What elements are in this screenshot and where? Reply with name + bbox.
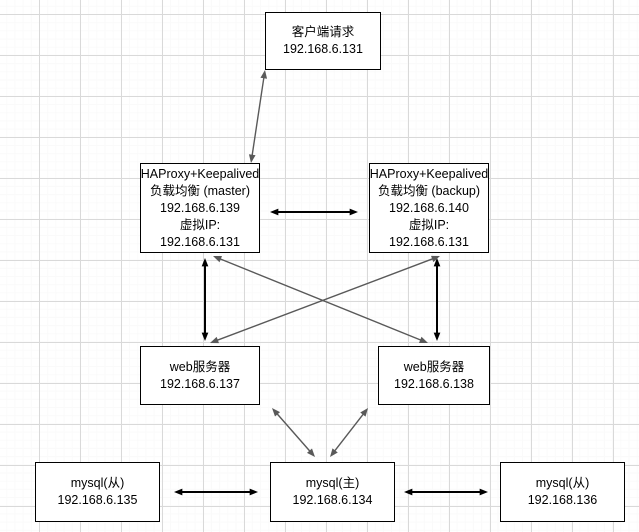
node-text-line: 192.168.6.131 — [160, 234, 240, 249]
arrow-shaft — [216, 256, 425, 343]
arrow-head — [201, 332, 209, 341]
haproxy-master-box: HAProxy+Keepalived 负载均衡 (master) 192.168.6… — [140, 163, 260, 253]
arrow-head — [213, 256, 222, 263]
node-text-line: mysql(主) — [305, 476, 360, 490]
node-text-line: 192.168.6.137 — [160, 376, 240, 391]
arrow-head — [270, 208, 279, 216]
node-text-line: 192.168.6.140 — [389, 200, 469, 215]
arrow-head — [248, 154, 256, 163]
node-text-line: 虚拟IP: — [408, 217, 450, 232]
client-request-box: 客户端请求 192.168.6.131 — [265, 12, 381, 70]
mysql-slave-right-box: mysql(从) 192.168.136 — [500, 462, 625, 522]
arrow-head — [433, 258, 441, 267]
node-text-line: mysql(从) — [70, 476, 125, 490]
node-text-line: 192.168.6.135 — [57, 493, 138, 507]
arrow-head — [249, 488, 258, 496]
arrow-shaft — [274, 410, 313, 455]
arrow-head — [360, 408, 368, 417]
edge-mysql-master-to-slave-right — [404, 488, 488, 496]
node-text-line: HAProxy+Keepalived — [369, 166, 489, 181]
node-text-line: HAProxy+Keepalived — [140, 166, 260, 181]
edge-haproxy-master-to-web1 — [201, 258, 209, 341]
arrow-head — [330, 448, 338, 457]
edge-web1-to-mysql-master — [272, 408, 315, 457]
node-text-line: 192.168.6.131 — [389, 234, 469, 249]
arrow-head — [433, 332, 441, 341]
arrow-head — [431, 255, 440, 263]
node-text-line: mysql(从) — [535, 476, 590, 490]
arrow-shaft — [213, 256, 437, 343]
mysql-master-box: mysql(主) 192.168.6.134 — [270, 462, 395, 522]
arrow-head — [479, 488, 488, 496]
edge-client-to-haproxy-master — [248, 70, 268, 163]
node-text-line: 192.168.6.134 — [292, 493, 373, 507]
edge-web2-to-mysql-master — [330, 408, 368, 457]
haproxy-backup-box: HAProxy+Keepalived 负载均衡 (backup) 192.168.6… — [369, 163, 489, 253]
arrow-head — [306, 448, 315, 457]
web-server-2-box: web服务器 192.168.6.138 — [378, 346, 490, 405]
edge-mysql-slave-left-to-master — [174, 488, 258, 496]
node-text-line: web服务器 — [403, 359, 465, 374]
arrow-head — [419, 336, 428, 343]
arrow-head — [260, 70, 268, 79]
web-server-1-box: web服务器 192.168.6.137 — [140, 346, 260, 405]
arrow-head — [174, 488, 183, 496]
node-text-line: 客户端请求 — [291, 25, 355, 39]
arrow-head — [272, 408, 281, 417]
arrow-head — [404, 488, 413, 496]
node-text-line: 负载均衡 (backup) — [377, 183, 481, 198]
arrow-head — [210, 336, 219, 344]
edge-haproxy-master-to-backup — [270, 208, 358, 216]
node-text-line: 192.168.6.138 — [394, 376, 474, 391]
node-text-line: 192.168.6.131 — [283, 42, 363, 56]
arrow-head — [201, 258, 209, 267]
node-text-line: 虚拟IP: — [179, 217, 221, 232]
edge-haproxy-backup-to-web2 — [433, 258, 441, 341]
node-text-line: 负载均衡 (master) — [149, 183, 250, 198]
node-text-line: 192.168.6.139 — [160, 200, 240, 215]
arrow-shaft — [250, 73, 266, 160]
mysql-slave-left-box: mysql(从) 192.168.6.135 — [35, 462, 160, 522]
node-text-line: web服务器 — [169, 359, 231, 374]
arrow-shaft — [331, 410, 367, 455]
edge-haproxy-master-to-web2 — [213, 256, 428, 343]
arrow-head — [349, 208, 358, 216]
node-text-line: 192.168.136 — [527, 493, 598, 507]
edge-haproxy-backup-to-web1 — [210, 255, 440, 344]
